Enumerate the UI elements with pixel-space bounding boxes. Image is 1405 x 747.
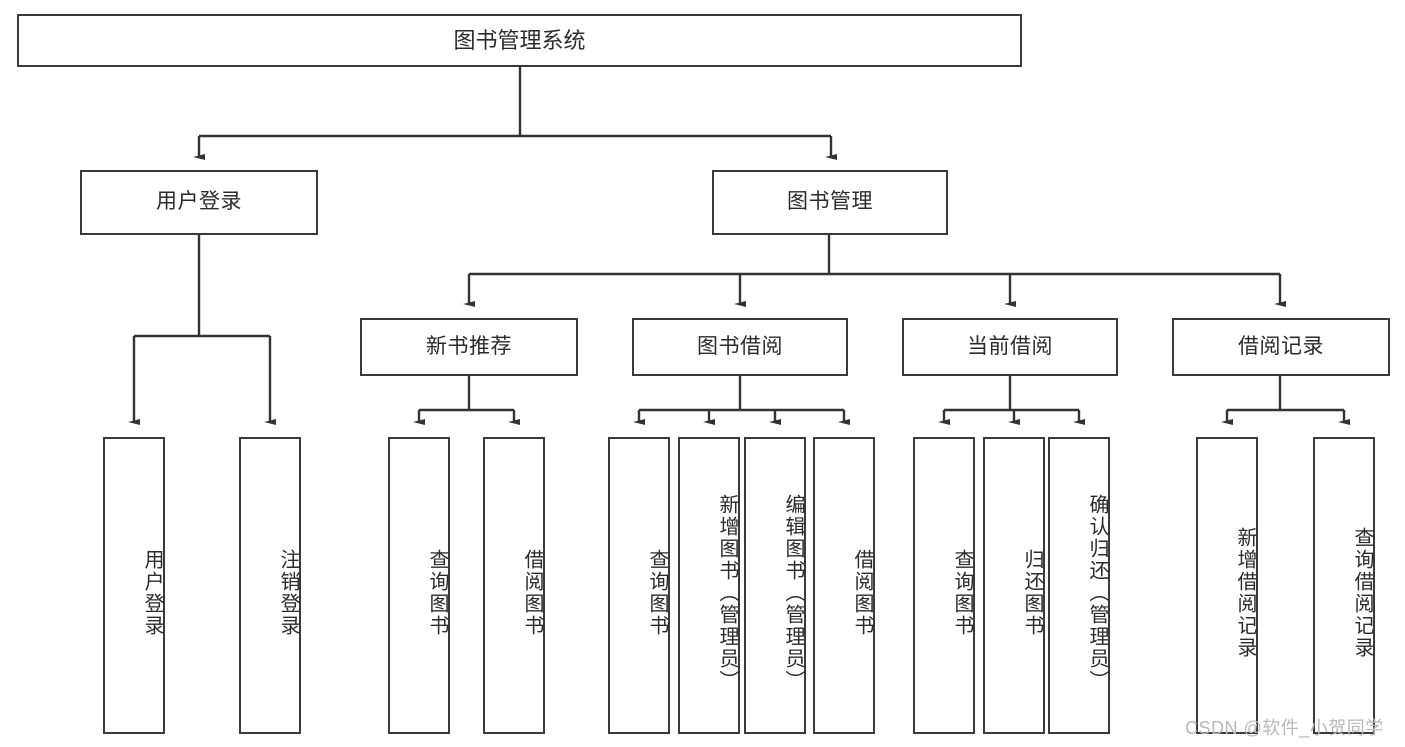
leaf-borrow-record-query[interactable]: 查询借阅记录 — [1313, 437, 1375, 734]
leaf-label: 确认归还（管理员） — [1086, 493, 1108, 692]
leaf-new-book-query[interactable]: 查询图书 — [388, 437, 450, 734]
leaf-label: 查询图书 — [426, 548, 448, 637]
node-root[interactable]: 图书管理系统 — [17, 14, 1022, 67]
leaf-label: 查询借阅记录 — [1351, 526, 1373, 659]
node-user-login-label: 用户登录 — [156, 190, 242, 214]
node-book-management-label: 图书管理 — [787, 190, 873, 214]
leaf-label: 新增图书（管理员） — [716, 493, 738, 692]
leaf-label: 归还图书 — [1021, 548, 1043, 637]
leaf-label: 新增借阅记录 — [1234, 526, 1256, 659]
node-user-login[interactable]: 用户登录 — [80, 170, 318, 235]
leaf-borrow-record-add[interactable]: 新增借阅记录 — [1196, 437, 1258, 734]
node-current-borrow[interactable]: 当前借阅 — [902, 318, 1118, 376]
node-current-borrow-label: 当前借阅 — [967, 334, 1053, 358]
leaf-book-borrow-edit[interactable]: 编辑图书（管理员） — [744, 437, 806, 734]
leaf-label: 用户登录 — [141, 548, 163, 637]
leaf-book-borrow-lend[interactable]: 借阅图书 — [813, 437, 875, 734]
leaf-current-borrow-return[interactable]: 归还图书 — [983, 437, 1045, 734]
watermark: CSDN @软件_小贺同学 — [1185, 718, 1384, 738]
node-book-borrow-label: 图书借阅 — [697, 334, 783, 358]
leaf-label: 编辑图书（管理员） — [782, 493, 804, 692]
leaf-user-login-signout[interactable]: 注销登录 — [239, 437, 301, 734]
node-book-borrow[interactable]: 图书借阅 — [632, 318, 848, 376]
leaf-user-login-signin[interactable]: 用户登录 — [103, 437, 165, 734]
node-borrow-record-label: 借阅记录 — [1238, 334, 1324, 358]
node-book-management[interactable]: 图书管理 — [712, 170, 948, 235]
leaf-label: 查询图书 — [951, 548, 973, 637]
leaf-label: 查询图书 — [646, 548, 668, 637]
leaf-label: 借阅图书 — [521, 548, 543, 637]
leaf-book-borrow-query[interactable]: 查询图书 — [608, 437, 670, 734]
leaf-label: 借阅图书 — [851, 548, 873, 637]
node-new-book-recommend-label: 新书推荐 — [426, 334, 512, 358]
node-borrow-record[interactable]: 借阅记录 — [1172, 318, 1390, 376]
node-root-label: 图书管理系统 — [453, 27, 586, 53]
leaf-new-book-borrow[interactable]: 借阅图书 — [483, 437, 545, 734]
leaf-book-borrow-add[interactable]: 新增图书（管理员） — [678, 437, 740, 734]
leaf-label: 注销登录 — [277, 548, 299, 637]
leaf-current-borrow-query[interactable]: 查询图书 — [913, 437, 975, 734]
leaf-current-borrow-confirm-return[interactable]: 确认归还（管理员） — [1048, 437, 1110, 734]
node-new-book-recommend[interactable]: 新书推荐 — [360, 318, 578, 376]
